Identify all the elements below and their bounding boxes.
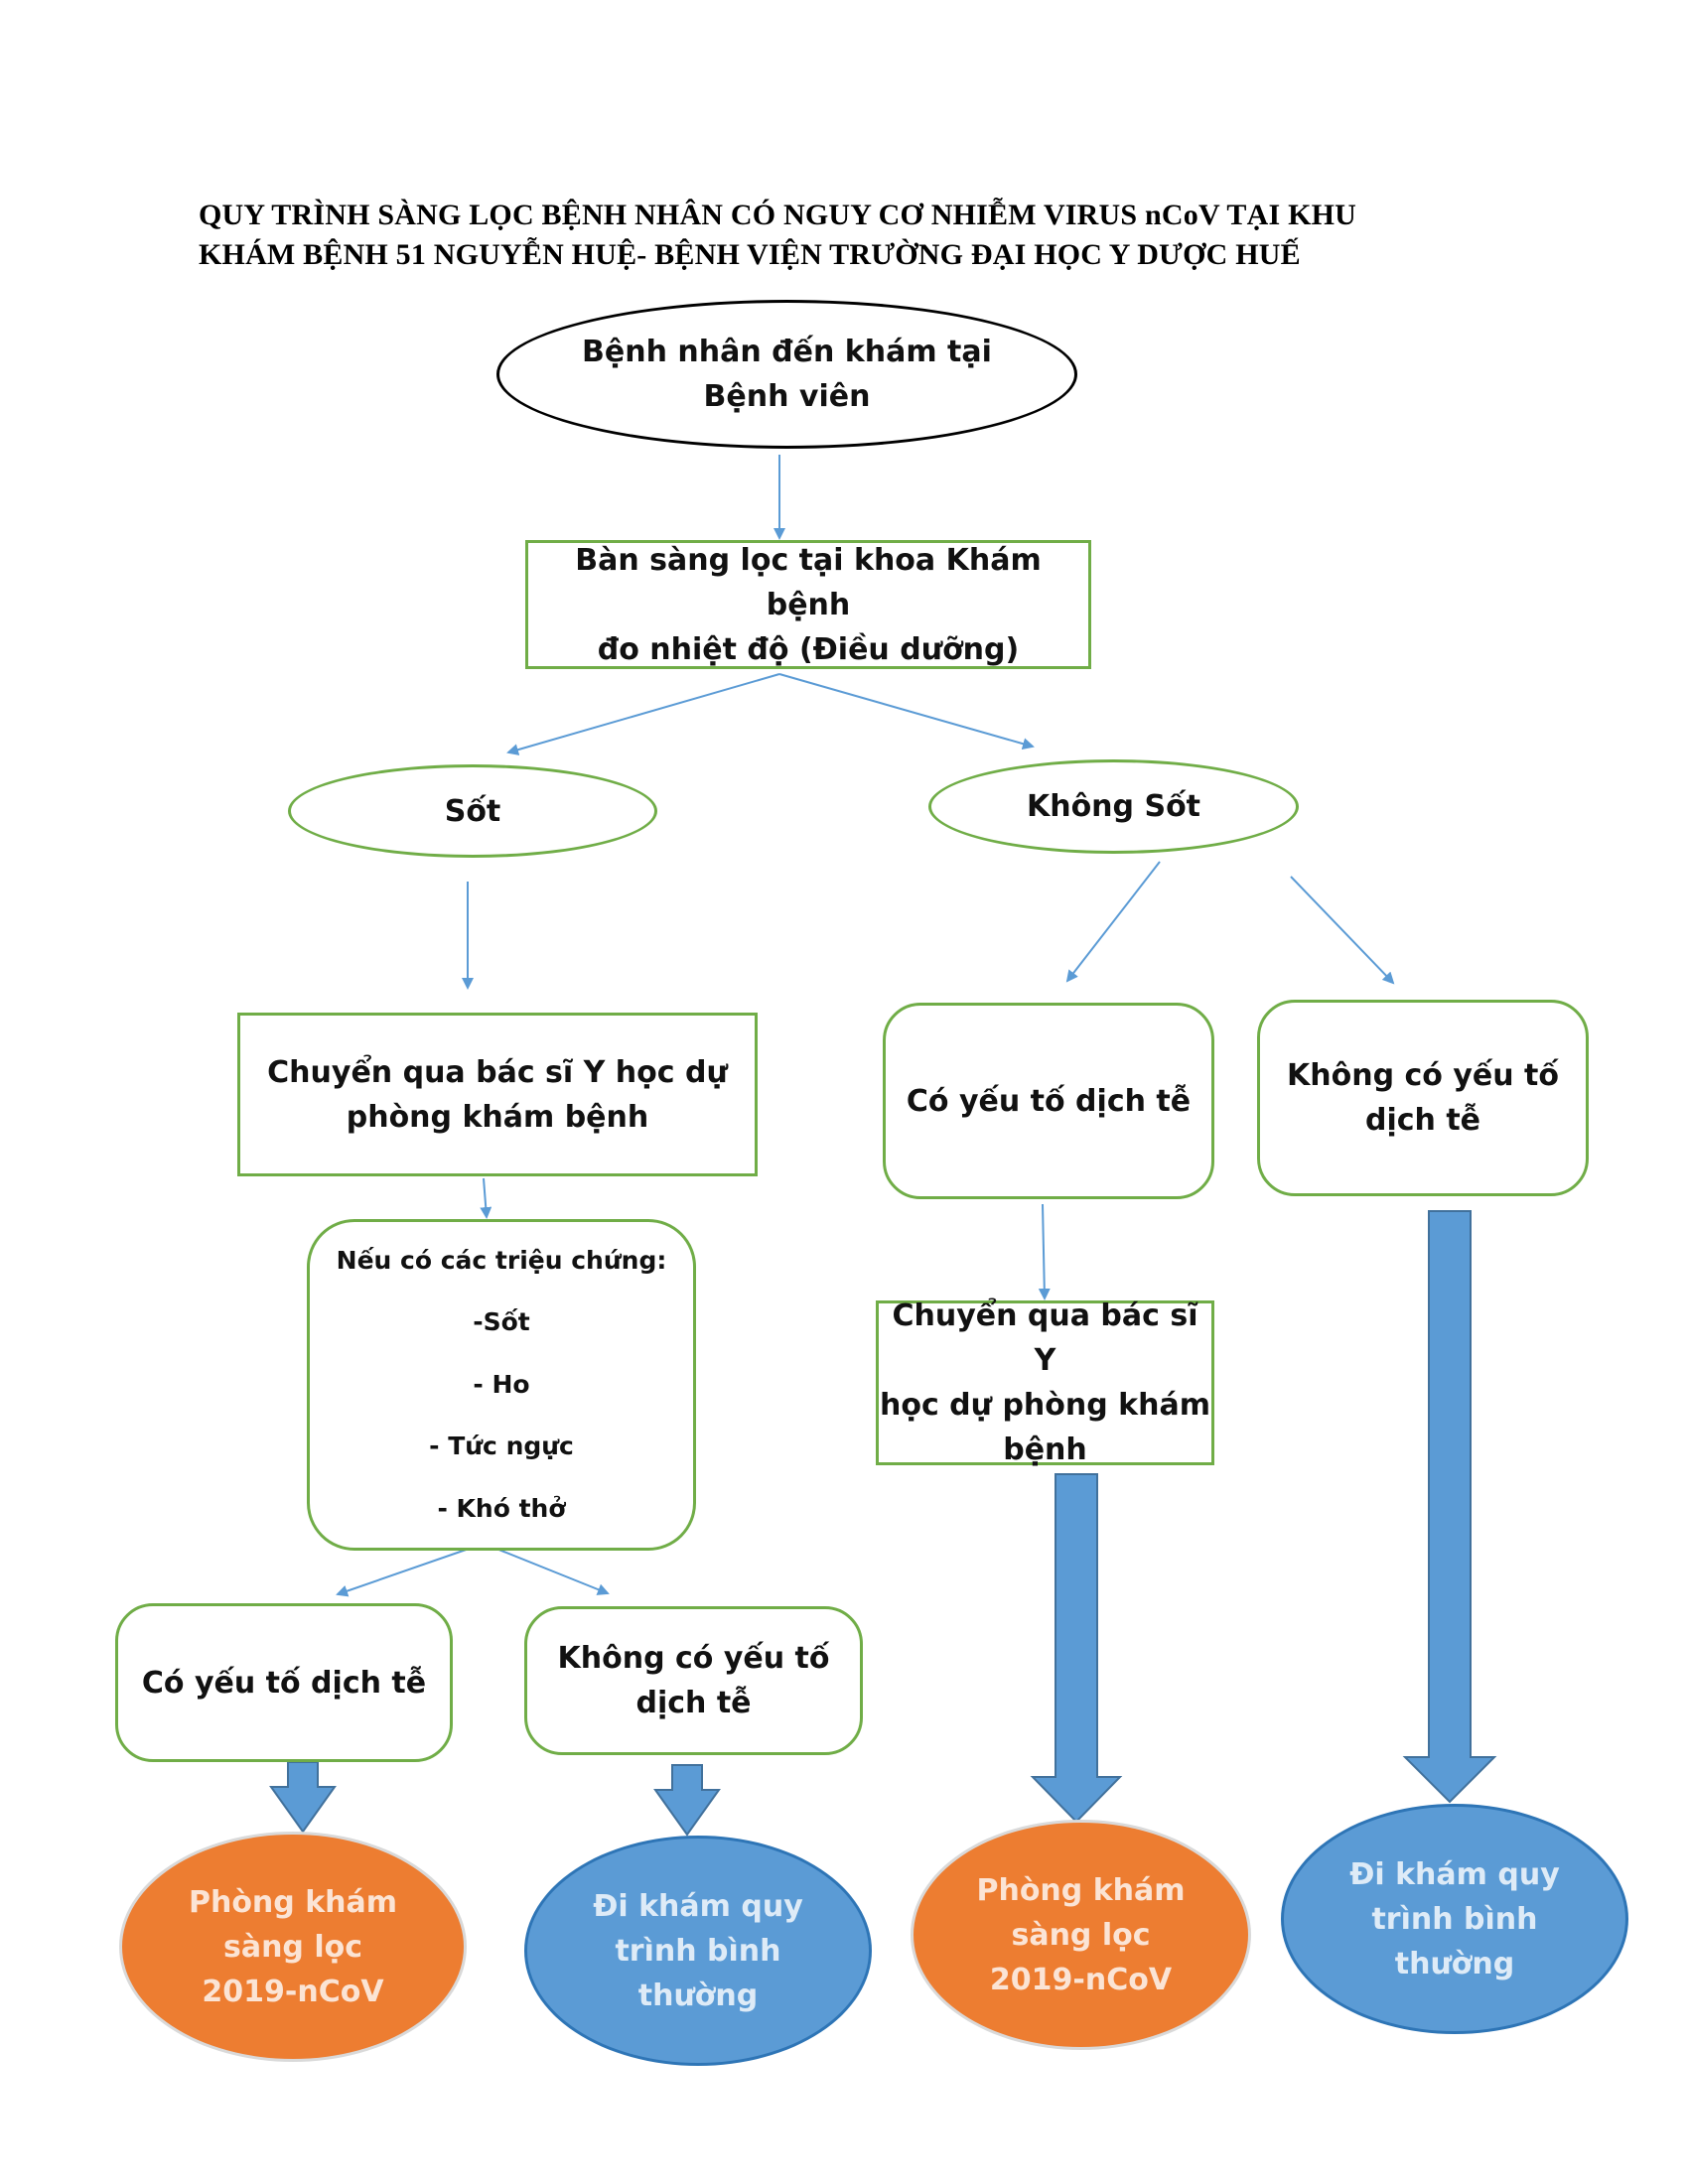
normal-exam-endpoint-2: Đi khám quy trình bình thường: [1281, 1804, 1628, 2034]
epidemiology-label: Có yếu tố dịch tễ: [141, 1665, 427, 1701]
no-epidemiology-node-left: Không có yếu tố dịch tễ: [524, 1606, 863, 1755]
epidemiology-node-right: Có yếu tố dịch tễ: [883, 1003, 1214, 1199]
connector-screening-to-no-fever: [778, 673, 1035, 751]
endpoint-line: 2019-nCoV: [989, 1962, 1173, 1997]
endpoint-line: sàng lọc: [222, 1929, 363, 1965]
symptom-item: - Khó thở: [437, 1493, 566, 1523]
connector-transfer-to-symptoms: [480, 1177, 492, 1219]
no-fever-node: Không Sốt: [928, 759, 1299, 854]
endpoint-line: Đi khám quy: [593, 1888, 803, 1924]
endpoint-line: Phòng khám: [976, 1872, 1186, 1908]
no-epidemiology-line: Không có yếu tố: [1287, 1058, 1559, 1093]
no-epidemiology-node-right: Không có yếu tố dịch tễ: [1257, 1000, 1589, 1196]
transfer-doctor-line: học dự phòng khám: [879, 1388, 1210, 1423]
symptom-item: - Tức ngực: [429, 1432, 574, 1461]
normal-exam-endpoint-1: Đi khám quy trình bình thường: [524, 1836, 872, 2066]
symptoms-heading: Nếu có các triệu chứng:: [336, 1245, 667, 1275]
fever-node: Sốt: [288, 764, 657, 858]
epidemiology-label: Có yếu tố dịch tễ: [906, 1083, 1192, 1119]
endpoint-line: Đi khám quy: [1349, 1856, 1560, 1892]
transfer-doctor-node-left: Chuyển qua bác sĩ Y học dự phòng khám bệ…: [237, 1013, 758, 1176]
transfer-doctor-node-right: Chuyển qua bác sĩ Y học dự phòng khám bệ…: [876, 1298, 1214, 1467]
endpoint-line: thường: [637, 1978, 759, 2013]
symptom-item: - Ho: [473, 1369, 530, 1399]
transfer-doctor-line: Chuyển qua bác sĩ Y: [892, 1298, 1198, 1378]
block-arrow-no-epi-to-normal-right: [1402, 1210, 1497, 1804]
screening-desk-line: Bàn sàng lọc tại khoa Khám bệnh: [575, 542, 1042, 622]
screening-desk-node: Bàn sàng lọc tại khoa Khám bệnh đo nhiệt…: [525, 540, 1091, 669]
connector-no-fever-to-epi: [1065, 861, 1161, 983]
connector-symptoms-to-epi: [336, 1546, 476, 1597]
endpoint-line: thường: [1394, 1946, 1515, 1981]
endpoint-line: trình bình: [1371, 1901, 1538, 1937]
endpoint-line: Phòng khám: [188, 1884, 398, 1920]
endpoint-line: trình bình: [615, 1933, 781, 1969]
connector-symptoms-to-no-epi: [491, 1546, 610, 1595]
no-epidemiology-line: dịch tễ: [635, 1686, 752, 1720]
endpoint-line: 2019-nCoV: [202, 1974, 384, 2009]
epidemiology-node-left: Có yếu tố dịch tễ: [115, 1603, 453, 1762]
endpoint-line: sàng lọc: [1011, 1917, 1151, 1953]
screening-desk-line: đo nhiệt độ (Điều dưỡng): [597, 631, 1020, 667]
connector-epi-to-transfer-right: [1038, 1203, 1051, 1300]
start-node-line: Bệnh viên: [703, 379, 871, 414]
page-title-line-2: KHÁM BỆNH 51 NGUYỄN HUỆ- BỆNH VIỆN TRƯỜN…: [199, 238, 1301, 271]
connector-screening-to-fever: [506, 673, 780, 755]
symptom-item: -Sốt: [473, 1307, 530, 1337]
no-fever-label: Không Sốt: [1026, 789, 1201, 824]
connector-no-fever-to-no-epi: [1290, 876, 1395, 985]
block-arrow-transfer-right-to-screening-clinic: [1030, 1473, 1123, 1824]
no-epidemiology-line: dịch tễ: [1364, 1103, 1481, 1138]
start-node-line: Bệnh nhân đến khám tại: [582, 335, 992, 369]
transfer-doctor-line: bệnh: [1003, 1433, 1087, 1467]
no-epidemiology-line: Không có yếu tố: [557, 1641, 830, 1676]
transfer-doctor-line: phòng khám bệnh: [346, 1099, 649, 1135]
start-node: Bệnh nhân đến khám tại Bệnh viên: [496, 300, 1077, 449]
fever-label: Sốt: [444, 793, 501, 829]
transfer-doctor-line: Chuyển qua bác sĩ Y học dự: [267, 1054, 728, 1090]
block-arrow-no-epi-to-normal: [653, 1764, 721, 1837]
symptoms-node: Nếu có các triệu chứng: -Sốt - Ho - Tức …: [307, 1219, 696, 1551]
page-title-line-1: QUY TRÌNH SÀNG LỌC BỆNH NHÂN CÓ NGUY CƠ …: [199, 199, 1357, 231]
block-arrow-epi-to-screening-clinic: [269, 1761, 337, 1834]
screening-clinic-endpoint-1: Phòng khám sàng lọc 2019-nCoV: [119, 1832, 467, 2062]
screening-clinic-endpoint-2: Phòng khám sàng lọc 2019-nCoV: [911, 1820, 1251, 2050]
